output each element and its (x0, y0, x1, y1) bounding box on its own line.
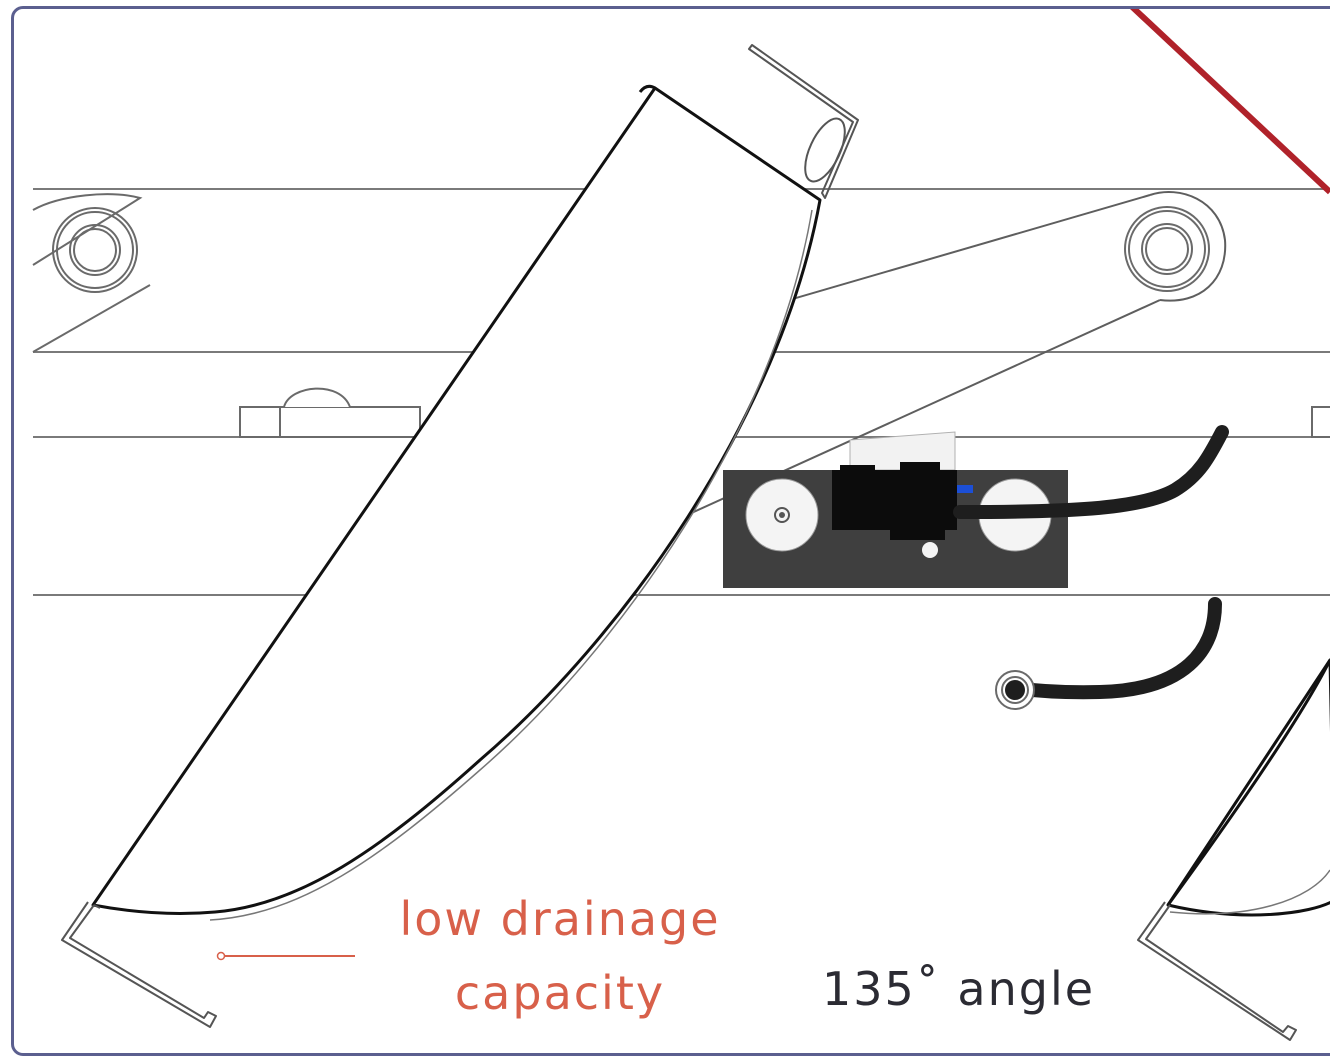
second-bottom-hook-clip (1137, 901, 1297, 1041)
annotation-leader (216, 951, 355, 961)
angle-label: 135˚ angle (822, 962, 1096, 1016)
low-drainage-line2: capacity (454, 966, 666, 1020)
main-blade (91, 84, 822, 921)
cables (953, 425, 1229, 700)
left-pivot-bolt (52, 207, 138, 293)
low-drainage-label: low drainage capacity (375, 888, 745, 1024)
rail-bracket-right (1311, 406, 1330, 438)
left-link-arm (32, 193, 151, 353)
right-pivot-bolt (1124, 206, 1210, 292)
bottom-hook-clip (61, 901, 217, 1028)
sensor-mount (723, 431, 1068, 588)
top-hook-clip (748, 44, 859, 199)
low-drainage-line1: low drainage (399, 892, 721, 946)
red-diagonal-line (1125, 9, 1330, 195)
cable-end (1005, 680, 1025, 700)
second-blade (1166, 658, 1330, 917)
rail-bracket-left (239, 387, 421, 438)
